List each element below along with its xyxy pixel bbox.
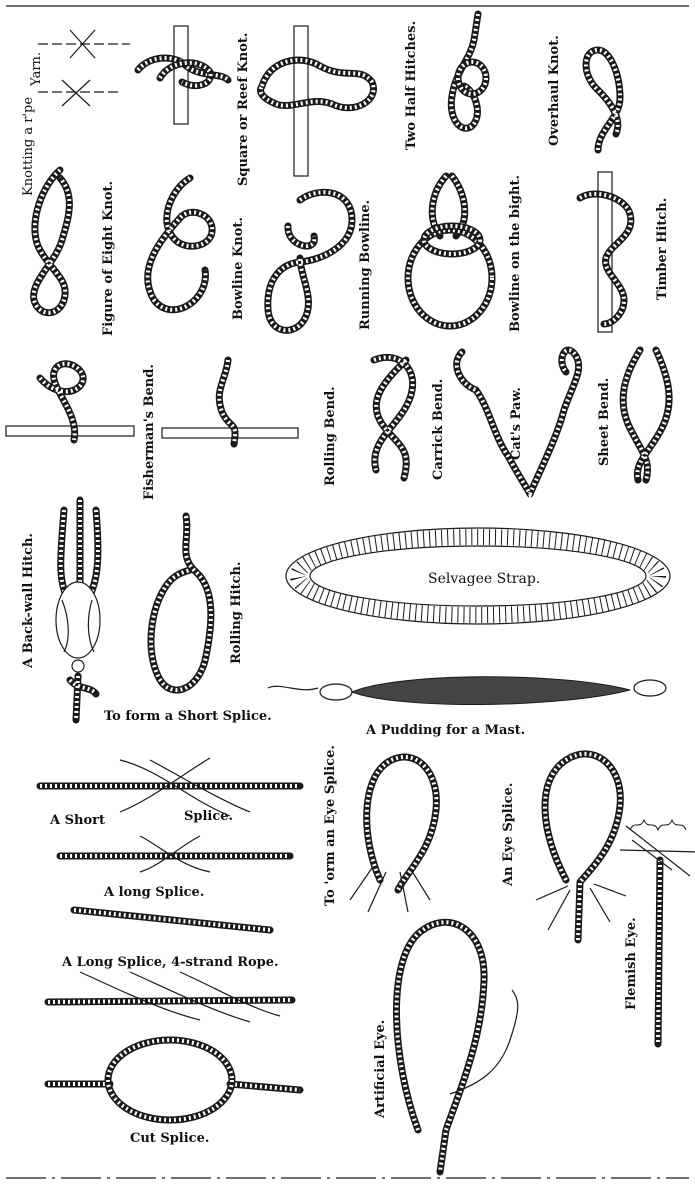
long-splice-4-strand-drawing	[74, 910, 270, 930]
label-two-half-hitches: Two Half Hitches.	[405, 21, 419, 150]
rolling-hitch-drawing	[151, 516, 211, 690]
label-bowline-knot: Bowline Knot.	[232, 217, 246, 320]
label-a-short: A Short	[50, 814, 105, 828]
label-artificial-eye: Artificial Eye.	[374, 1020, 388, 1118]
label-figure-eight-knot: Figure of Eight Knot.	[102, 181, 116, 336]
label-cats-paw: Cat's Paw.	[510, 387, 524, 460]
label-flemish-eye: Flemish Eye.	[625, 917, 639, 1010]
label-carrick-bend: Carrick Bend.	[432, 379, 446, 480]
label-to-form-eye-splice: To 'orm an Eye Splice.	[324, 745, 338, 906]
label-overhand-knot: Overhaul Knot.	[548, 35, 562, 146]
label-square-reef-knot: Square or Reef Knot.	[237, 33, 251, 186]
two-half-hitches-drawing	[451, 14, 486, 128]
rope-strands-drawing	[48, 972, 292, 1022]
pudding-for-mast-drawing	[268, 677, 666, 705]
label-a-long-splice: A long Splice.	[104, 886, 204, 900]
sheet-bend-drawing	[623, 350, 669, 480]
label-running-bowline: Running Bowline.	[359, 200, 373, 330]
label-timber-hitch: Timber Hitch.	[656, 198, 670, 300]
label-splice: Splice.	[184, 810, 233, 824]
label-to-form-short-splice: To form a Short Splice.	[104, 710, 272, 724]
cut-splice-drawing	[48, 1040, 300, 1120]
bowline-on-bight-drawing	[408, 176, 492, 326]
label-cut-splice: Cut Splice.	[130, 1132, 209, 1146]
yarn-knot-drawing	[38, 30, 130, 106]
square-knot-drawing	[261, 26, 374, 176]
label-fishermans-bend: Fisherman's Bend.	[143, 364, 157, 500]
short-splice-drawing	[40, 758, 300, 816]
label-sheet-bend: Sheet Bend.	[598, 378, 612, 466]
knot-on-spar-drawing	[138, 26, 228, 124]
label-an-eye-splice: An Eye Splice.	[502, 783, 516, 886]
bowline-knot-drawing	[148, 178, 212, 310]
label-bowline-on-bight: Bowline on the bight.	[509, 175, 523, 332]
figure-eight-drawing	[34, 170, 70, 313]
running-bowline-drawing	[268, 192, 352, 330]
fishermans-bend-drawing	[162, 360, 298, 444]
carrick-bend-drawing	[374, 357, 413, 478]
long-splice-drawing	[60, 836, 290, 872]
rolling-bend-drawing	[6, 364, 134, 440]
label-back-wall-hitch: A Back-wall Hitch.	[22, 533, 36, 668]
form-eye-splice-drawing	[350, 757, 436, 912]
eye-splice-drawing	[536, 754, 626, 940]
label-long-splice-4-strand: A Long Splice, 4-strand Rope.	[62, 956, 279, 970]
overhand-knot-drawing	[586, 50, 620, 150]
timber-hitch-drawing	[580, 172, 631, 332]
label-pudding-for-mast: A Pudding for a Mast.	[366, 724, 525, 738]
back-wall-hitch-drawing	[56, 500, 100, 720]
label-yarn: Yarn.	[30, 52, 44, 86]
label-knotting-a-rope: Knotting a r'pe	[22, 97, 36, 196]
label-rolling-hitch: Rolling Hitch.	[230, 562, 244, 664]
label-rolling-bend: Rolling Bend.	[324, 386, 338, 486]
label-selvagee-strap: Selvagee Strap.	[428, 572, 540, 586]
artificial-eye-drawing	[396, 922, 517, 1172]
